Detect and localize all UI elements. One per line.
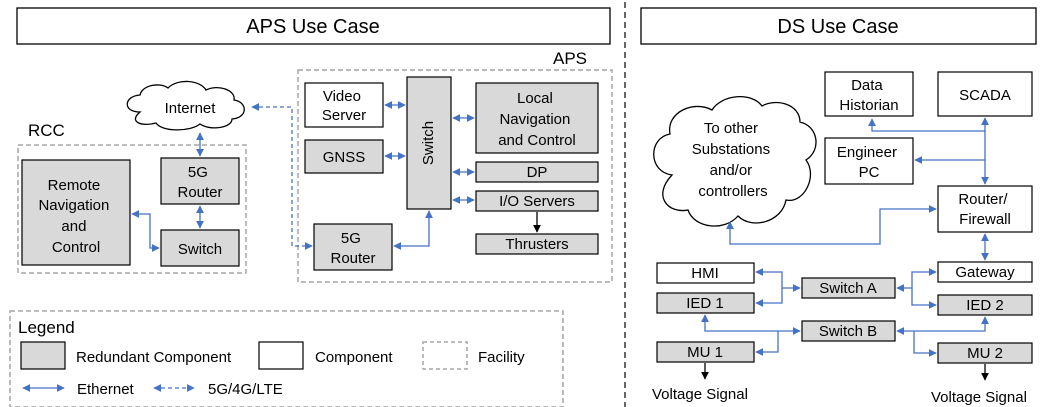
- svg-text:Switch B: Switch B: [819, 323, 877, 340]
- ds-title: DS Use Case: [777, 16, 898, 38]
- io-servers-box: I/O Servers: [475, 190, 599, 212]
- aps-5g-router-box: 5G Router: [313, 223, 393, 271]
- legend-redundant-swatch: [20, 341, 66, 370]
- link-ied1-switcha: [755, 288, 783, 307]
- legend-component-swatch: [258, 341, 304, 370]
- link-ied2-switchb: [896, 316, 989, 335]
- ds-links: [701, 117, 989, 357]
- svg-text:Switch: Switch: [420, 121, 437, 165]
- legend-facility-swatch: [422, 341, 468, 370]
- dp-box: DP: [475, 161, 599, 183]
- ds-title-box: DS Use Case: [640, 7, 1037, 45]
- remote-nav-line2: Navigation: [38, 197, 109, 214]
- svg-text:To other Substations: To other Substations and/or controllers: [692, 120, 775, 200]
- gnss-box: GNSS: [304, 139, 384, 174]
- mu1-box: MU 1: [656, 341, 755, 363]
- aps-facility-label: APS: [553, 49, 587, 68]
- remote-nav-line1: Remote: [48, 177, 101, 194]
- svg-text:IED 1: IED 1: [686, 295, 724, 312]
- link-mu1-switchb: [755, 331, 779, 356]
- aps-switch-box: Switch: [406, 76, 452, 210]
- mu2-box: MU 2: [937, 342, 1033, 364]
- rcc-switch-box: Switch: [160, 229, 240, 267]
- svg-text:Gateway: Gateway: [955, 264, 1015, 281]
- svg-text:Switch: Switch: [178, 241, 222, 258]
- ied2-box: IED 2: [937, 294, 1033, 316]
- link-internet-apsrouter: [251, 103, 313, 250]
- legend-ethernet-label: Ethernet: [77, 381, 135, 398]
- svg-text:Thrusters: Thrusters: [505, 236, 568, 253]
- video-server-box: Video Server: [304, 82, 384, 128]
- switch-b-box: Switch B: [801, 320, 896, 342]
- aps-title: APS Use Case: [246, 16, 379, 38]
- internet-cloud: Internet: [126, 80, 245, 131]
- legend: Legend Redundant Component Component Fac…: [9, 310, 564, 407]
- aps-links: [131, 101, 475, 252]
- svg-text:Video Server: Video Server: [322, 88, 366, 124]
- link-router-cloud: [726, 205, 937, 245]
- svg-text:Engineer PC: Engineer PC: [837, 144, 901, 181]
- svg-text:Router/ Firewall: Router/ Firewall: [958, 191, 1011, 228]
- svg-text:MU 2: MU 2: [967, 345, 1003, 362]
- legend-title: Legend: [18, 318, 75, 337]
- data-historian-box: Data Historian: [824, 71, 914, 117]
- svg-text:I/O Servers: I/O Servers: [499, 193, 575, 210]
- svg-text:Local Navigation a: Local Navigation and Control: [498, 90, 576, 149]
- legend-wireless-label: 5G/4G/LTE: [208, 381, 283, 398]
- link-gateway-switcha: [896, 268, 937, 292]
- svg-text:5G Router: 5G Router: [177, 164, 222, 201]
- svg-text:5G Router: 5G Router: [330, 230, 375, 267]
- svg-text:DP: DP: [527, 164, 548, 181]
- legend-facility-label: Facility: [478, 349, 525, 366]
- voltage-signal-1: Voltage Signal: [652, 386, 748, 403]
- svg-text:Remote Navigation: Remote Navigation and Control: [38, 177, 113, 256]
- legend-component-label: Component: [315, 349, 393, 366]
- svg-text:SCADA: SCADA: [959, 87, 1011, 104]
- hmi-box: HMI: [656, 262, 755, 284]
- remote-navigation-box: Remote Navigation and Control: [21, 159, 131, 266]
- scada-box: SCADA: [937, 71, 1033, 117]
- svg-text:HMI: HMI: [691, 265, 719, 282]
- other-substations-cloud: To other Substations and/or controllers: [653, 95, 817, 227]
- router-firewall-box: Router/ Firewall: [937, 185, 1033, 233]
- link-apsrouter-switch: [393, 210, 433, 250]
- voltage-signal-2: Voltage Signal: [931, 389, 1027, 406]
- engineer-pc-box: Engineer PC: [824, 137, 914, 185]
- local-navigation-box: Local Navigation and Control: [475, 82, 599, 154]
- aps-title-box: APS Use Case: [16, 7, 611, 45]
- link-ied1-switchb: [701, 314, 801, 335]
- svg-text:GNSS: GNSS: [323, 149, 366, 166]
- switch-a-box: Switch A: [801, 277, 896, 299]
- svg-text:Data Historian: Data Historian: [839, 77, 898, 114]
- link-remote-rccswitch: [131, 210, 160, 252]
- link-hmi-switcha: [755, 268, 801, 292]
- svg-text:MU 1: MU 1: [687, 344, 723, 361]
- svg-text:Switch A: Switch A: [819, 280, 877, 297]
- link-mu2-switchb: [913, 331, 937, 357]
- internet-label: Internet: [165, 100, 217, 117]
- remote-nav-line3: and: [61, 218, 86, 235]
- link-ied2-switcha: [911, 288, 937, 309]
- legend-redundant-label: Redundant Component: [76, 349, 232, 366]
- gateway-box: Gateway: [937, 261, 1033, 283]
- link-historian-scada: [868, 117, 989, 132]
- thrusters-box: Thrusters: [475, 233, 599, 255]
- rcc-5g-router-box: 5G Router: [160, 157, 240, 205]
- ied1-box: IED 1: [656, 292, 755, 314]
- rcc-label: RCC: [28, 121, 65, 140]
- rcc-facility: [17, 144, 247, 274]
- svg-text:IED 2: IED 2: [966, 297, 1004, 314]
- remote-nav-line4: Control: [52, 239, 100, 256]
